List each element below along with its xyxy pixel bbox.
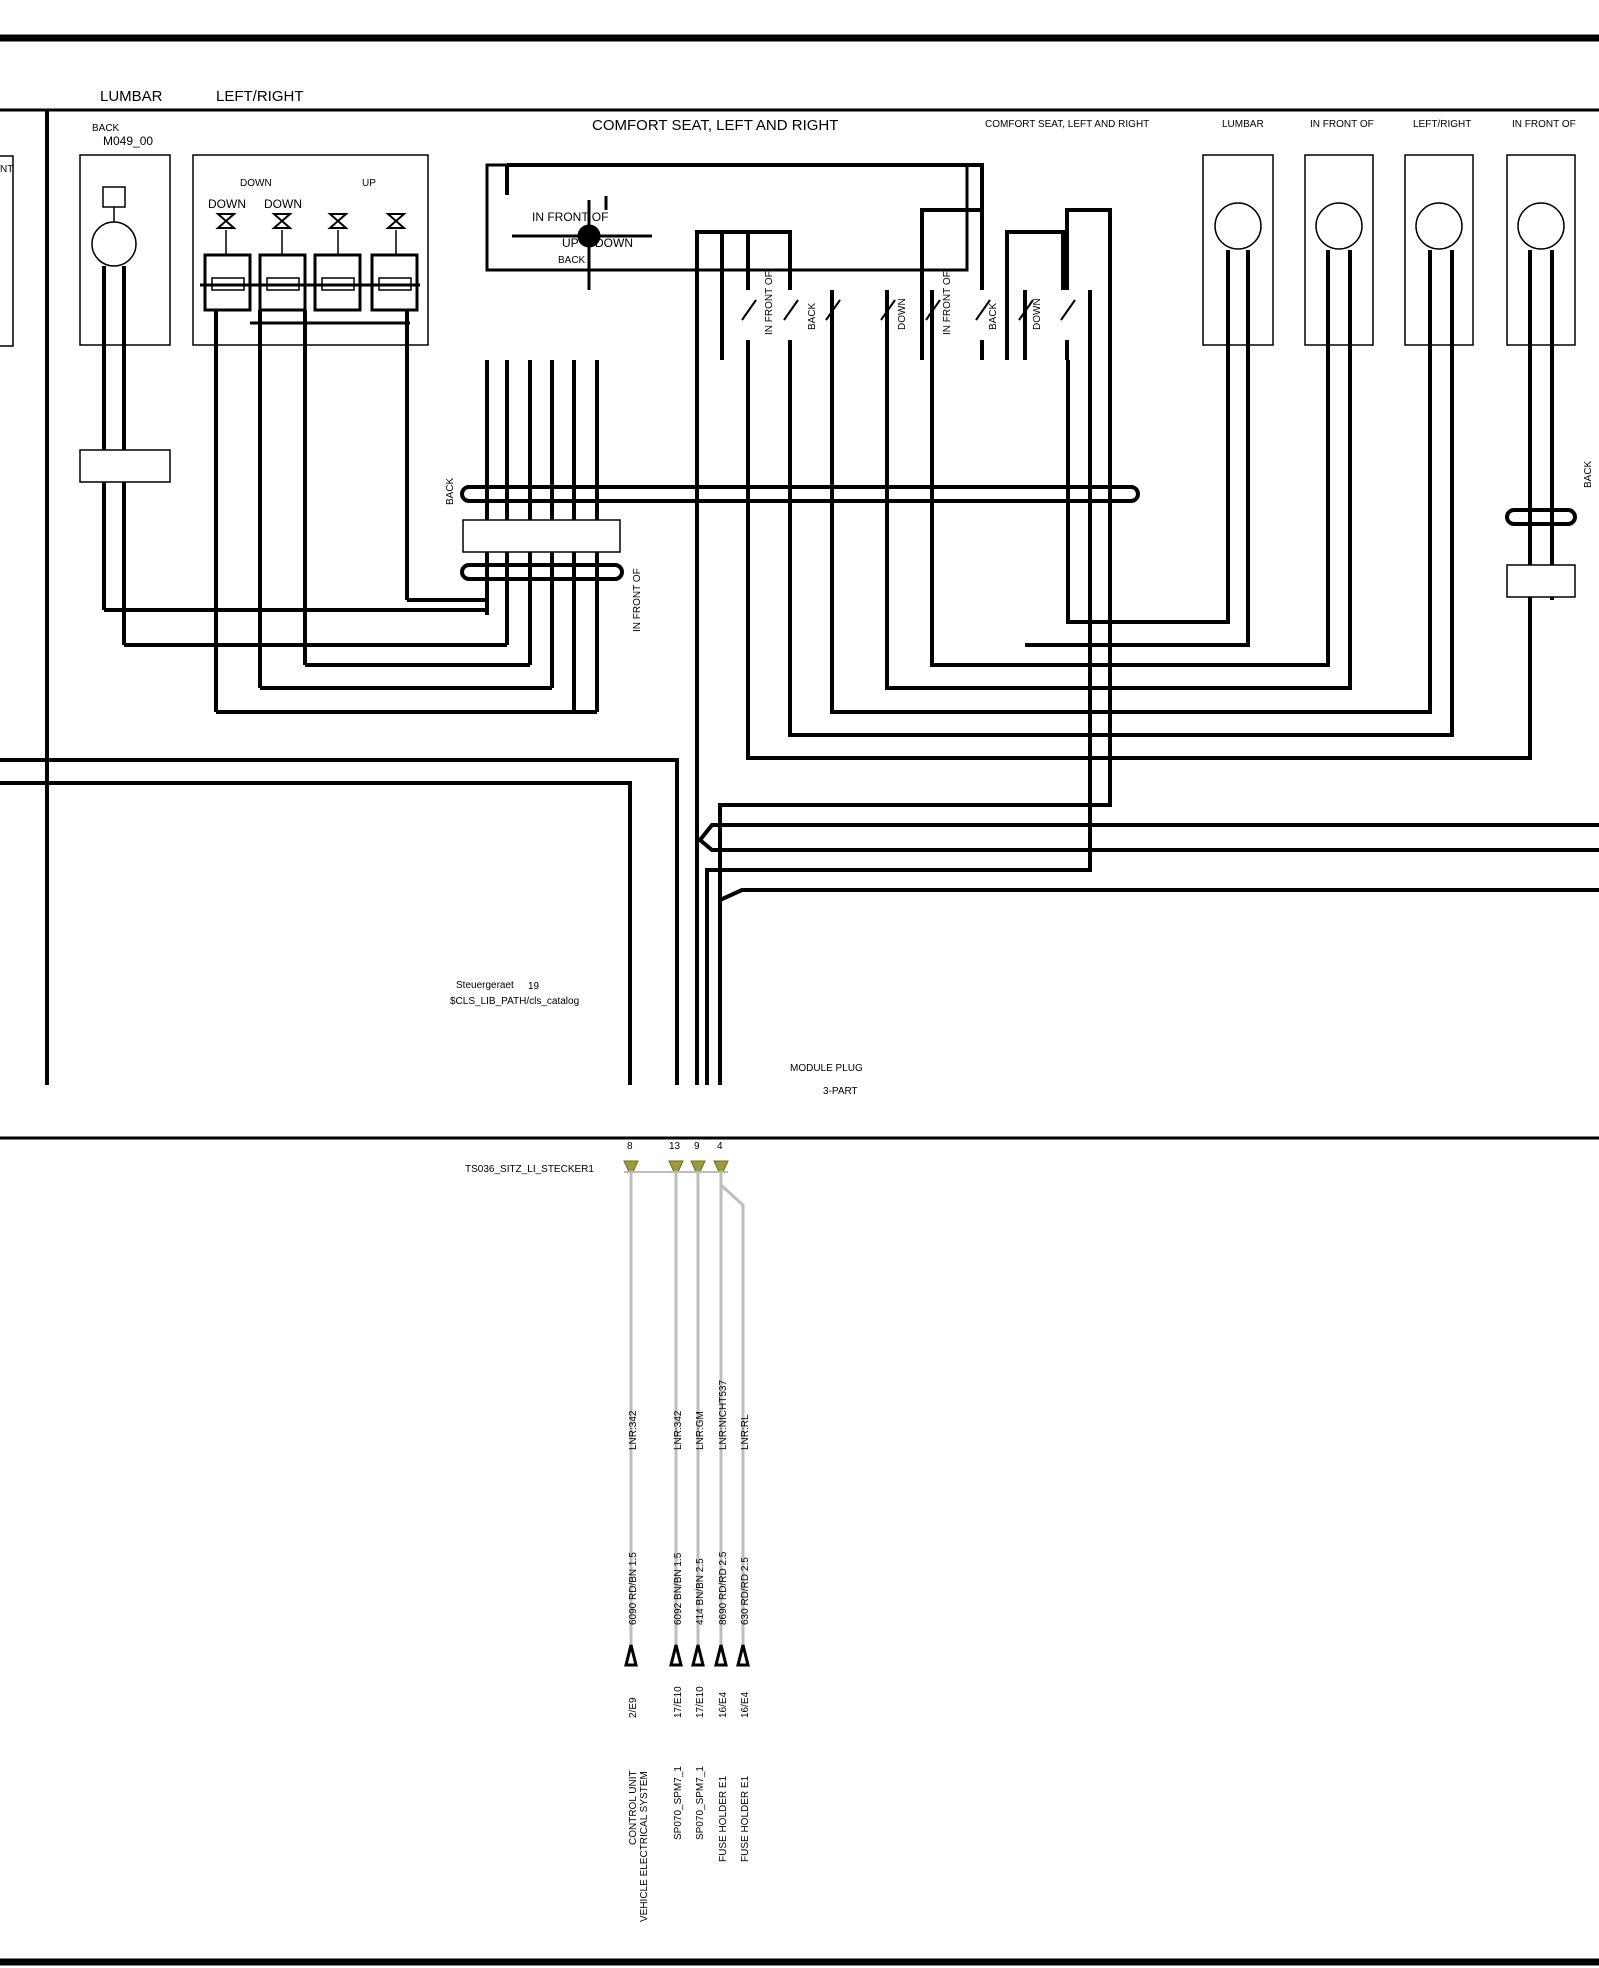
- wire-3-target: SP070_SPM7_1: [695, 1766, 706, 1840]
- module-plug-sub: 3-PART: [823, 1086, 858, 1097]
- switch-contacts: [741, 299, 1076, 321]
- motor-back-label: BACK: [92, 123, 120, 134]
- valve-group: [200, 213, 420, 325]
- valve-up-header: UP: [362, 178, 376, 189]
- module-plug-label: MODULE PLUG: [790, 1063, 863, 1074]
- wire-5-dest: 16/E4: [740, 1691, 751, 1718]
- switch-label-6: DOWN: [1032, 298, 1043, 330]
- motor-icon: [91, 221, 137, 267]
- wire-3-lnr: LNR:GM: [695, 1411, 706, 1450]
- in-front-bus: [460, 563, 624, 581]
- right-motor-wires: [746, 250, 1554, 760]
- wire-5-lnr: LNR:RL: [740, 1414, 751, 1450]
- wire-2-code: 6092 BN/BN 1.5: [673, 1552, 684, 1625]
- wire-2-target: SP070_SPM7_1: [673, 1766, 684, 1840]
- wire-1-code: 6090 RD/BN 1.5: [628, 1552, 639, 1625]
- wire-1-lnr: LNR:342: [628, 1410, 639, 1450]
- right-connector: [1506, 564, 1576, 598]
- connector-pin-9: 9: [694, 1141, 700, 1152]
- wire-terminals: [624, 1644, 750, 1667]
- right-back-bus: [1505, 508, 1577, 526]
- connector-pin-8: 8: [627, 1141, 633, 1152]
- partial-left-label: NT: [0, 164, 13, 175]
- switch-label-3: DOWN: [897, 298, 908, 330]
- wire-4-lnr: LNR:NICHT537: [718, 1380, 729, 1450]
- switch-label-5: BACK: [988, 302, 999, 330]
- valve-down-label-2: DOWN: [264, 197, 302, 211]
- wire-2-lnr: LNR:342: [673, 1410, 684, 1450]
- wire-4-dest: 16/E4: [718, 1691, 729, 1718]
- right-motor-label-4: IN FRONT OF: [1512, 119, 1576, 130]
- motor-top-icon: [102, 186, 126, 208]
- switch-label-1: IN FRONT OF: [764, 271, 775, 335]
- wire-1-target2: VEHICLE ELECTRICAL SYSTEM: [639, 1771, 650, 1922]
- comfort-seat-title-small: COMFORT SEAT, LEFT AND RIGHT: [985, 119, 1149, 130]
- right-motor-label-3: LEFT/RIGHT: [1413, 119, 1471, 130]
- motor-id-label: M049_00: [103, 134, 153, 148]
- comfort-seat-title: COMFORT SEAT, LEFT AND RIGHT: [592, 117, 838, 134]
- control-unit-number: 19: [528, 981, 540, 992]
- back-bus-label: BACK: [445, 477, 456, 505]
- wire-5-target: FUSE HOLDER E1: [740, 1775, 751, 1862]
- right-motor-label-1: LUMBAR: [1222, 119, 1264, 130]
- connector-pin-13: 13: [669, 1141, 681, 1152]
- switch-wiring: [507, 163, 1112, 360]
- partial-left-box: [0, 155, 14, 347]
- grey-wires: [629, 1172, 745, 1645]
- control-unit-label: Steuergeraet: [456, 980, 514, 991]
- wire-1-dest: 2/E9: [628, 1697, 639, 1718]
- right-motor-label-2: IN FRONT OF: [1310, 119, 1374, 130]
- connector-pins: [623, 1160, 729, 1173]
- joystick-icon: [512, 196, 652, 290]
- wire-2-dest: 17/E10: [673, 1686, 684, 1718]
- wire-1-target: CONTROL UNIT: [628, 1770, 639, 1845]
- lumbar-connector: [79, 449, 171, 483]
- joystick-back-label: BACK: [558, 255, 586, 266]
- right-motors: [1202, 154, 1576, 346]
- right-back-label: BACK: [1583, 460, 1594, 488]
- wire-4-target: FUSE HOLDER E1: [718, 1775, 729, 1862]
- mid-connector-box: [462, 519, 621, 553]
- switch-label-2: BACK: [807, 302, 818, 330]
- wire-4-code: 8690 RD/RD 2.5: [718, 1551, 729, 1625]
- valve-block-box: [192, 154, 429, 346]
- valve-down-header: DOWN: [240, 178, 272, 189]
- wire-3-code: 414 BN/BN 2.5: [695, 1558, 706, 1625]
- connector-pin-4: 4: [717, 1141, 723, 1152]
- switch-label-4: IN FRONT OF: [942, 271, 953, 335]
- connector-name: TS036_SITZ_LI_STECKER1: [465, 1164, 594, 1175]
- wire-3-dest: 17/E10: [695, 1686, 706, 1718]
- joystick-down-label: DOWN: [595, 236, 633, 250]
- left-right-header: LEFT/RIGHT: [216, 88, 304, 105]
- in-front-bus-label: IN FRONT OF: [632, 568, 643, 632]
- joystick-up-label: UP: [562, 236, 579, 250]
- lumbar-header: LUMBAR: [100, 88, 163, 105]
- joystick-in-front-label: IN FRONT OF: [532, 210, 608, 224]
- valve-down-label-1: DOWN: [208, 197, 246, 211]
- back-bus: [460, 485, 1140, 503]
- module-harness: [0, 360, 1599, 1085]
- wire-5-code: 630 RD/RD 2.5: [740, 1557, 751, 1625]
- control-unit-path: $CLS_LIB_PATH/cls_catalog: [450, 996, 579, 1007]
